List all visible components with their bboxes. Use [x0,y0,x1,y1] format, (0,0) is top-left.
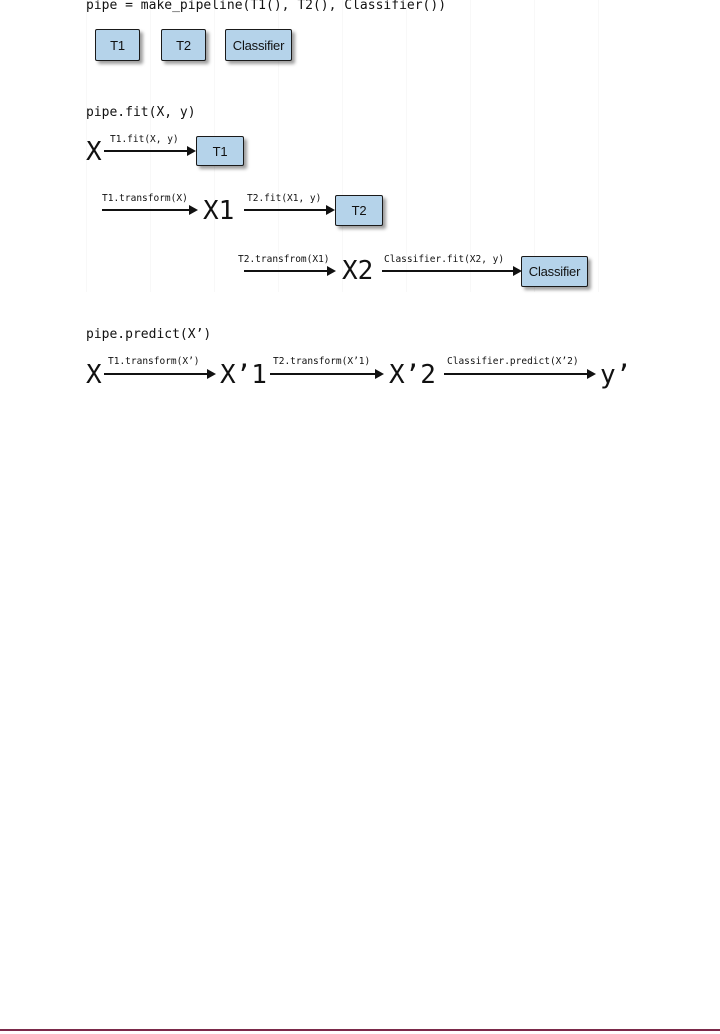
t1-fit-label: T1.fit(X, y) [110,134,179,145]
x1-var: X1 [203,196,235,226]
t2-transfrom-arrow [244,266,336,276]
x2-var: X2 [342,256,374,286]
y-prime-output: y’ [600,360,632,390]
fit-t1-box: T1 [196,136,244,166]
t2-box: T2 [161,29,206,61]
x-prime-2-var: X’2 [389,360,436,390]
fit-input-x: X [86,137,102,167]
t1-transform-arrow [102,205,198,215]
x-prime-1-var: X’1 [220,360,267,390]
t2-transform-prime-arrow [270,369,384,379]
t1-transform-prime-label: T1.transform(X’) [108,356,200,367]
fit-t2-box: T2 [335,195,383,226]
classifier-box: Classifier [225,29,292,61]
pipe-fit-code: pipe.fit(X, y) [86,105,196,120]
t1-transform-prime-arrow [104,369,216,379]
t2-transfrom-label: T2.transfrom(X1) [238,254,330,265]
classifier-fit-label: Classifier.fit(X2, y) [384,254,505,265]
classifier-predict-arrow [444,369,596,379]
t2-transform-prime-label: T2.transform(X’1) [273,356,371,367]
t1-transform-label: T1.transform(X) [102,193,188,204]
t1-box: T1 [95,29,140,61]
classifier-predict-label: Classifier.predict(X’2) [447,356,579,367]
t2-fit-label: T2.fit(X1, y) [247,193,322,204]
pipe-predict-code: pipe.predict(X’) [86,327,212,342]
fit-classifier-box: Classifier [521,256,588,287]
make-pipeline-code: pipe = make_pipeline(T1(), T2(), Classif… [86,0,447,13]
classifier-fit-arrow [382,266,522,276]
t2-fit-arrow [244,205,335,215]
bottom-rule [0,1029,720,1031]
t1-fit-arrow [104,146,196,156]
predict-input-x: X [86,360,102,390]
